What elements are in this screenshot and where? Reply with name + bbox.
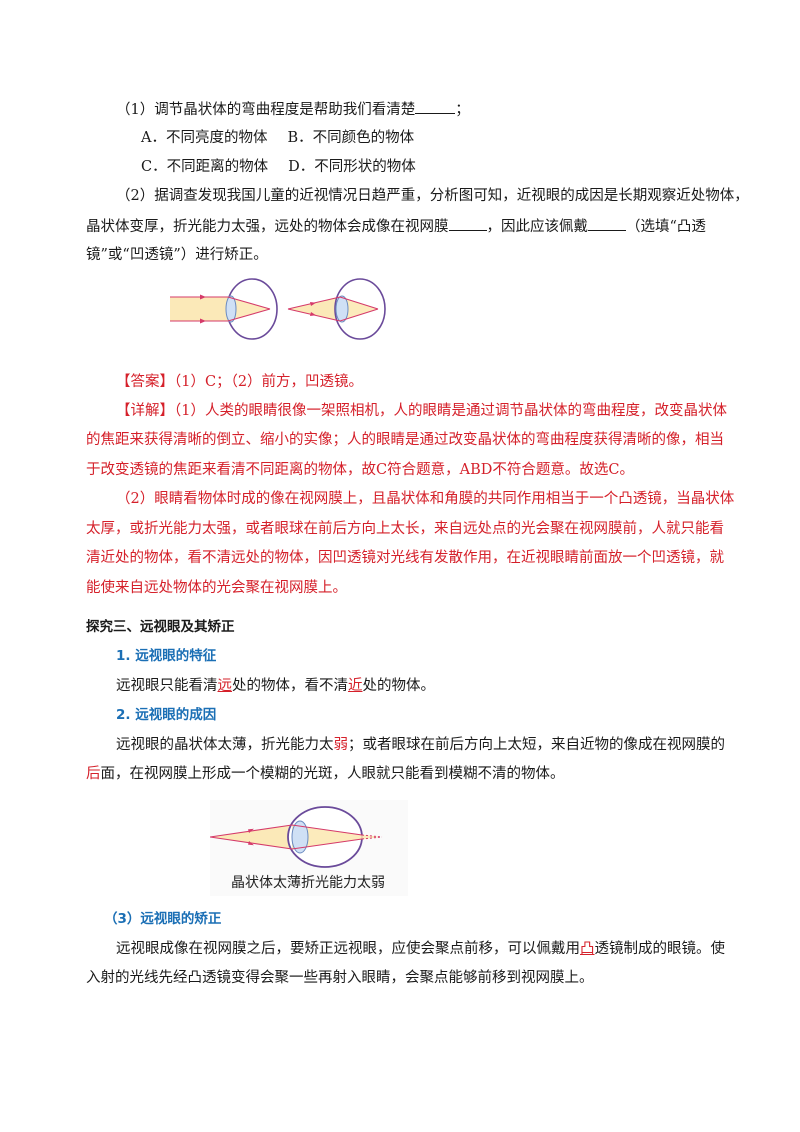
explain-line-6: 清近处的物体，看不清远处的物体，因凹透镜对光线有发散作用，在近视眼睛前面放一个凹… xyxy=(86,550,724,566)
q1-stem: （1）调节晶状体的弯曲程度是帮助我们看清楚； xyxy=(116,99,470,120)
explain-line-4: （2）眼睛看物体时成的像在视网膜上，且晶状体和角膜的共同作用相当于一个凸透镜，当… xyxy=(116,491,735,507)
q2-line2: 晶状体变厚，折光能力太强，远处的物体会成像在视网膜，因此应该佩戴（选填“凸透 xyxy=(86,216,706,237)
eye-diverging-rays xyxy=(287,278,386,340)
eye-parallel-rays xyxy=(170,278,278,340)
explain-line-7: 能使来自远处物体的光会聚在视网膜上。 xyxy=(86,580,347,596)
q2-blank-1 xyxy=(448,216,487,231)
explain-line-5: 太厚，或折光能力太强，或者眼球在前后方向上太长，来自远处点的光会聚在视网膜前，人… xyxy=(86,521,724,537)
explain-tag: 【详解】 xyxy=(116,403,174,419)
hyperopia-cause-line-2: 后面，在视网膜上形成一个模糊的光斑，人眼就只能看到模糊不清的物体。 xyxy=(86,766,565,782)
option-d: D．不同形状的物体 xyxy=(288,159,416,175)
hyperopia-cause-line-1: 远视眼的晶状体太薄，折光能力太弱；或者眼球在前后方向上太短，来自近物的像成在视网… xyxy=(116,737,725,753)
option-b: B．不同颜色的物体 xyxy=(287,130,415,146)
hyperopia-correction-line-2: 入射的光线先经凸透镜变得会聚一些再射入眼睛，会聚点能够前移到视网膜上。 xyxy=(86,970,594,986)
hyperopia-diagram xyxy=(210,806,383,868)
option-c: C．不同距离的物体 xyxy=(141,159,269,175)
heading-hyperopia-correction: （3）远视眼的矫正 xyxy=(104,911,222,927)
answer-tag: 【答案】 xyxy=(116,374,174,390)
explain-line-2: 的焦距来获得清晰的倒立、缩小的实像；人的眼睛是通过改变晶状体的弯曲程度获得清晰的… xyxy=(86,432,724,448)
answer-text: （1）C；（2）前方，凹透镜。 xyxy=(174,374,364,390)
myopia-diagram xyxy=(170,278,386,340)
hyperopia-features-text: 远视眼只能看清远处的物体，看不清近处的物体。 xyxy=(116,678,435,694)
q1-options-row1: A．不同亮度的物体 B．不同颜色的物体 xyxy=(141,128,414,148)
q1-options-row2: C．不同距离的物体 D．不同形状的物体 xyxy=(141,157,416,177)
answer-line: 【答案】（1）C；（2）前方，凹透镜。 xyxy=(116,372,363,392)
section-title: 探究三、远视眼及其矫正 xyxy=(86,619,235,635)
figure-caption: 晶状体太薄折光能力太弱 xyxy=(231,875,385,891)
hyperopia-correction-line-1: 远视眼成像在视网膜之后，要矫正远视眼，应使会聚点前移，可以佩戴用凸透镜制成的眼镜… xyxy=(116,941,725,957)
q2-blank-2 xyxy=(588,216,626,231)
heading-hyperopia-features: 1. 远视眼的特征 xyxy=(116,648,217,664)
q2-line1: （2）据调查发现我国儿童的近视情况日趋严重，分析图可知，近视眼的成因是长期观察近… xyxy=(116,188,749,204)
explain-line-3: 于改变透镜的焦距来看清不同距离的物体，故C符合题意，ABD不符合题意。故选C。 xyxy=(86,462,634,478)
heading-hyperopia-cause: 2. 远视眼的成因 xyxy=(116,707,217,723)
q2-line3: 镜”或“凹透镜”）进行矫正。 xyxy=(86,247,268,263)
explain-line-1: 【详解】（1）人类的眼睛很像一架照相机，人的眼睛是通过调节晶状体的弯曲程度，改变… xyxy=(116,403,727,419)
option-a: A．不同亮度的物体 xyxy=(141,130,268,146)
q1-blank xyxy=(415,99,456,114)
